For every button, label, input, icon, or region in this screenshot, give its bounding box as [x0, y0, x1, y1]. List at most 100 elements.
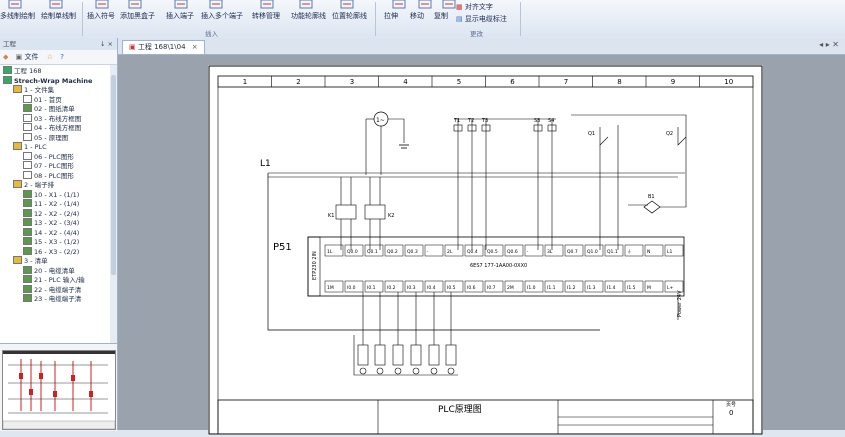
tree-item-label: 15 - X3 - (1/2) [34, 238, 80, 246]
tree-item[interactable]: 07 - PLC图形 [23, 161, 74, 170]
tree-item[interactable]: 23 - 电缆端子清 [23, 294, 81, 303]
align-text-button[interactable]: ▦ 对齐文字 [456, 3, 493, 11]
page-thumbnail[interactable] [2, 350, 116, 430]
tree-item-label: 05 - 原理图 [34, 133, 69, 142]
file-tool-label[interactable]: 文件 [24, 53, 39, 61]
plc-terminal [564, 244, 584, 257]
tree-item[interactable]: 13 - X2 - (3/4) [23, 218, 79, 227]
page-icon [23, 284, 32, 293]
page-icon [23, 94, 32, 103]
tree-item[interactable]: 01 - 首页 [23, 94, 62, 104]
plc-terminal-label: I1.5 [627, 285, 636, 291]
tree-item[interactable]: Strech-Wrap Machine [3, 75, 92, 85]
folder-icon [13, 85, 22, 93]
tree-item-label: 1 - PLC [24, 143, 47, 151]
pane-title-bar: 工程 ↓ × [0, 38, 117, 50]
plc-terminal [324, 244, 344, 257]
plc-terminal [544, 280, 564, 293]
star-icon[interactable]: ☆ [46, 53, 53, 61]
plc-terminal [344, 280, 364, 293]
ribbon-icon [209, 0, 223, 9]
page-icon [23, 189, 32, 198]
ribbon-button-5[interactable]: 插入多个端子 [201, 12, 243, 20]
column-label: 7 [564, 78, 568, 86]
ribbon-icon [260, 0, 274, 9]
tree-item[interactable]: 11 - X2 - (1/4) [23, 199, 79, 208]
tree-item[interactable]: 03 - 布线方框图 [23, 113, 81, 123]
file-icon[interactable]: ▣ [15, 53, 23, 61]
show-cable-label-button[interactable]: ▤ 显示电缆标注 [456, 15, 507, 23]
scroll-thumb[interactable] [111, 75, 116, 275]
input-device [412, 367, 420, 375]
tree-item[interactable]: 10 - X1 - (1/1) [23, 189, 79, 199]
switch-q1 [599, 127, 609, 146]
folder-icon [13, 142, 22, 150]
plc-terminal-label: Q0.4 [467, 249, 478, 255]
plc-terminal [464, 244, 484, 257]
tree-item[interactable]: 21 - PLC 输入/输 [23, 275, 85, 284]
plc-terminal [484, 244, 504, 257]
ribbon-button-11[interactable]: 复制 [434, 12, 448, 20]
plc-terminal [544, 244, 564, 257]
page-icon [23, 104, 32, 112]
help-icon[interactable]: ? [60, 53, 64, 61]
ribbon-button-0[interactable]: 多线制绘制 [0, 12, 35, 20]
ribbon-button-9[interactable]: 拉伸 [384, 12, 398, 20]
tree-item[interactable]: 工程 168 [3, 66, 41, 75]
tree-item[interactable]: 12 - X2 - (2/4) [23, 208, 79, 218]
tree-item[interactable]: 02 - 图纸清单 [23, 104, 75, 113]
diamond-icon[interactable]: ◆ [3, 53, 9, 61]
plc-terminal-label: N [647, 249, 650, 255]
plc-terminal [504, 280, 524, 293]
tree-item[interactable]: 1 - 文件集 [13, 85, 54, 94]
ribbon-button-10[interactable]: 移动 [410, 12, 424, 20]
tree-item[interactable]: 04 - 布线方框图 [23, 123, 81, 132]
tree-item[interactable]: 05 - 原理图 [23, 132, 69, 142]
tree-item[interactable]: 2 - 端子排 [13, 180, 54, 189]
plc-terminal [604, 244, 624, 257]
tree-item[interactable]: 1 - PLC [13, 142, 47, 151]
input-switch [445, 344, 457, 366]
preview-pane [0, 343, 117, 431]
ribbon-button-6[interactable]: 转移管理 [252, 12, 280, 20]
close-icon[interactable]: × [191, 43, 198, 51]
page-icon [23, 123, 32, 131]
tree-item-label: 08 - PLC图形 [34, 171, 74, 180]
plc-terminal-label: 2M [507, 285, 514, 291]
plc-terminal [584, 244, 604, 257]
tree-item-label: 工程 168 [14, 67, 42, 75]
svg-text:K1: K1 [328, 213, 334, 219]
plc-terminal-label: I0.6 [467, 285, 476, 291]
tree-item[interactable]: 22 - 电缆端子清 [23, 284, 81, 294]
tree-item[interactable]: 14 - X2 - (4/4) [23, 227, 79, 237]
plc-terminal-label: 1L [327, 249, 333, 255]
tree-item[interactable]: 3 - 清单 [13, 256, 48, 265]
ribbon-button-4[interactable]: 插入端子 [166, 12, 194, 20]
tab-nav-icons[interactable]: ◂ ▸ ✕ [819, 40, 839, 49]
tree-item[interactable]: 16 - X3 - (2/2) [23, 246, 79, 256]
motor-label: 1~ [376, 117, 385, 124]
sensor-symbol [643, 200, 661, 214]
tree-scrollbar[interactable] [110, 65, 117, 348]
ribbon-button-3[interactable]: 添加黑盒子 [120, 12, 155, 20]
input-device [394, 367, 402, 375]
column-label: 2 [296, 78, 300, 86]
ribbon-button-1[interactable]: 绘制单线制 [41, 12, 76, 20]
page-icon [23, 170, 32, 179]
input-device [447, 367, 455, 375]
tree-item[interactable]: 20 - 电缆清单 [23, 265, 75, 275]
column-label: 9 [671, 78, 675, 86]
tree-item[interactable]: 15 - X3 - (1/2) [23, 237, 79, 246]
ribbon-button-8[interactable]: 位置轮廓线 [332, 12, 367, 20]
tree-item[interactable]: 08 - PLC图形 [23, 170, 74, 180]
tab-drawing[interactable]: ▣ 工程 168\1\04 × [122, 40, 205, 54]
pane-pin-close[interactable]: ↓ × [100, 40, 113, 48]
ribbon-button-7[interactable]: 功能轮廓线 [291, 12, 326, 20]
plc-terminal-label: 1M [327, 285, 334, 291]
ribbon-button-2[interactable]: 插入符号 [87, 12, 115, 20]
tree-item[interactable]: 06 - PLC图形 [23, 151, 74, 161]
